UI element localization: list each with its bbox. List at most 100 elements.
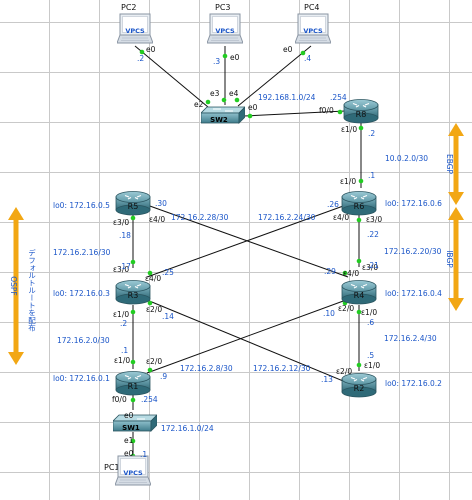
port-dot	[130, 259, 136, 265]
r2-label: R2	[354, 384, 365, 393]
r6-r8-subnet: 10.0.2.0/30	[385, 154, 428, 163]
default-route-note: デフォルトルートを配布	[27, 247, 36, 332]
ibgp-label: IBGP	[445, 250, 454, 268]
r8-e10-host-ip: .2	[368, 129, 375, 138]
r2-router[interactable]: R2	[341, 372, 377, 398]
r1-f00-host-ip: .254	[141, 395, 158, 404]
pc2-host-ip: .2	[137, 54, 144, 63]
r3-router[interactable]: R3	[115, 279, 151, 305]
r5-e30-label: ε3/0	[113, 218, 129, 227]
pc3-label: PC3	[215, 3, 231, 12]
lan1-subnet: 172.16.1.0/24	[161, 424, 214, 433]
port-dot	[247, 113, 253, 119]
ibgp-arrow	[448, 207, 464, 311]
r8-f00-host-ip: .254	[330, 93, 347, 102]
port-dot	[221, 97, 227, 103]
port-dot	[356, 362, 362, 368]
r4-e30-host-ip: .21	[367, 261, 379, 270]
r8-f00-label: f0/0	[319, 106, 334, 115]
r5-e30-host-ip: .18	[119, 231, 131, 240]
r5-e40-label: ε4/0	[149, 215, 165, 224]
link-sw2-r8	[243, 110, 346, 117]
r4-e20-host-ip: .10	[323, 309, 335, 318]
port-dot	[356, 258, 362, 264]
r1-f00-label: f0/0	[112, 395, 127, 404]
port-dot	[130, 438, 136, 444]
r6-e40-host-ip: .26	[327, 200, 339, 209]
sw2-e4-label: e4	[229, 89, 239, 98]
r6-e30-label: ε3/0	[366, 215, 382, 224]
r5-loopback: lo0: 172.16.0.5	[53, 201, 110, 210]
pc4-label: PC4	[304, 3, 320, 12]
r1-e10-host-ip: .1	[121, 346, 128, 355]
r2-e10-label: ε1/0	[364, 361, 380, 370]
r1-r4-subnet: 172.16.2.8/30	[180, 364, 233, 373]
port-dot	[342, 270, 348, 276]
pc3-vpcs-badge: VPCS	[215, 27, 235, 35]
sw2-e2-label: e2	[194, 100, 204, 109]
r4-label: R4	[354, 291, 365, 300]
r2-e10-host-ip: .5	[367, 351, 374, 360]
port-labels: e0 e0 e0 e2 e3 e4 e0 f0/0 ε1/0 ε1/0 ε4/0…	[112, 45, 382, 458]
r5-r3-subnet: 172.16.2.16/30	[53, 248, 111, 257]
r1-loopback: lo0: 172.16.0.1	[53, 374, 110, 383]
port-dot	[337, 109, 343, 115]
r3-e30-label: ε3/0	[113, 265, 129, 274]
r4-e10-label: ε1/0	[361, 308, 377, 317]
loopback-labels: lo0: 172.16.0.5 lo0: 172.16.0.3 lo0: 172…	[53, 199, 442, 388]
r3-e20-host-ip: .14	[162, 312, 174, 321]
r6-label: R6	[354, 202, 365, 211]
r6-router[interactable]: R6	[341, 190, 377, 216]
r2-loopback: lo0: 172.16.0.2	[385, 379, 442, 388]
pc4-node[interactable]: PC4 VPCS	[295, 3, 331, 44]
r6-e30-host-ip: .22	[367, 230, 379, 239]
pc3-port-label: e0	[230, 53, 240, 62]
r8-router[interactable]: R8	[343, 98, 379, 124]
r6-loopback: lo0: 172.16.0.6	[385, 199, 442, 208]
pc1-label: PC1	[104, 463, 120, 472]
port-dot	[358, 125, 364, 131]
pc3-node[interactable]: PC3 VPCS	[207, 3, 243, 44]
r6-e10-label: ε1/0	[340, 177, 356, 186]
r1-router[interactable]: R1	[115, 370, 151, 396]
pc1-port-label: e0	[124, 449, 134, 458]
pc2-label: PC2	[121, 3, 137, 12]
r2-e20-label: ε2/0	[336, 367, 352, 376]
r3-e10-label: ε1/0	[113, 310, 129, 319]
r5-r4-subnet: 172.16.2.28/30	[171, 213, 229, 222]
r5-router[interactable]: R5	[115, 190, 151, 216]
ebgp-arrow	[448, 123, 464, 205]
port-dot	[139, 49, 145, 55]
sw2-e0-label: e0	[248, 103, 258, 112]
r4-router[interactable]: R4	[341, 279, 377, 305]
r1-e20-host-ip: .9	[160, 372, 167, 381]
r3-r2-subnet: 172.16.2.12/30	[253, 364, 311, 373]
r3-r1-subnet: 172.16.2.0/30	[57, 336, 110, 345]
sw1-node[interactable]: SW1	[113, 414, 157, 432]
r6-e10-host-ip: .1	[368, 171, 375, 180]
pc2-node[interactable]: PC2 VPCS	[117, 3, 153, 44]
pc1-node[interactable]: PC1 VPCS	[104, 455, 151, 486]
r3-e40-host-ip: .25	[162, 268, 174, 277]
port-dot	[234, 97, 240, 103]
sw1-label: SW1	[122, 424, 140, 432]
sw2-e3-label: e3	[210, 89, 220, 98]
sw2-node[interactable]: SW2	[201, 106, 245, 124]
ospf-label: OSPF	[9, 276, 18, 296]
link-pc2-sw2	[134, 45, 209, 108]
port-dot	[130, 215, 136, 221]
link-r6-r3	[146, 204, 347, 278]
port-dot	[130, 397, 136, 403]
r6-e40-label: ε4/0	[333, 213, 349, 222]
r4-e10-host-ip: .6	[367, 318, 374, 327]
r6-r3-subnet: 172.16.2.24/30	[258, 213, 316, 222]
sw1-e1-label: e1	[124, 436, 134, 445]
r6-r4-subnet: 172.16.2.20/30	[384, 247, 442, 256]
r4-e30-label: ε3/0	[362, 263, 378, 272]
port-dot	[130, 359, 136, 365]
area-arrows	[8, 123, 464, 365]
r4-e40-host-ip: .29	[324, 267, 336, 276]
port-dot	[356, 217, 362, 223]
pc1-vpcs-badge: VPCS	[123, 469, 143, 477]
r3-e20-label: ε2/0	[146, 305, 162, 314]
